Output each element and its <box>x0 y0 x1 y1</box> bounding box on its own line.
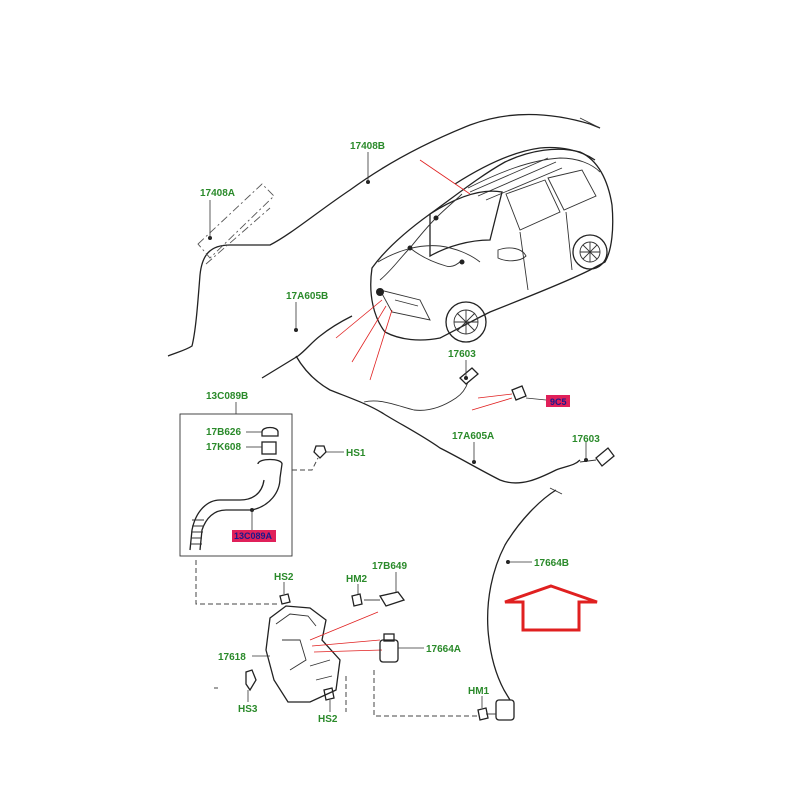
highlight-13C089A-box <box>232 530 276 542</box>
label-HM2: HM2 <box>346 574 368 585</box>
label-17K608: 17K608 <box>206 442 241 453</box>
washer-reservoir-17618 <box>252 605 383 703</box>
clip-HS3 <box>214 669 257 702</box>
label-17A605B: 17A605B <box>286 291 328 302</box>
filler-neck-kit-13C089B <box>179 402 293 557</box>
label-13C089B: 13C089B <box>206 391 248 402</box>
label-17603-right: 17603 <box>572 434 600 445</box>
label-HS3: HS3 <box>238 704 258 715</box>
label-17603-top: 17603 <box>448 349 476 360</box>
washer-jet-17603-top <box>459 360 479 385</box>
clip-17408A <box>197 183 275 265</box>
location-leader-lines <box>335 159 471 381</box>
label-HS2-bottom: HS2 <box>318 714 338 725</box>
label-17408B: 17408B <box>350 141 385 152</box>
highlight-callout-label: 9C5 <box>550 397 567 407</box>
label-17664A: 17664A <box>426 644 461 655</box>
clip-HS2-top <box>279 582 291 605</box>
roof-washer-hose-17408B <box>167 113 601 357</box>
label-17A605A: 17A605A <box>452 431 494 442</box>
label-13C089A: 13C089A <box>234 531 273 541</box>
washer-hose-17A605 <box>261 302 581 484</box>
pump-HM1 <box>477 696 515 721</box>
clip-HS2-bottom <box>323 687 335 712</box>
label-17408A: 17408A <box>200 188 235 199</box>
washer-jet-17603-right <box>579 442 615 467</box>
washer-hose-17664B <box>486 487 563 701</box>
pump-17664A <box>379 633 424 663</box>
callout-arrow <box>504 584 598 632</box>
grommet-HM2 <box>351 584 363 607</box>
label-17664B: 17664B <box>534 558 569 569</box>
pump-17B649 <box>364 572 406 607</box>
label-HM1: HM1 <box>468 686 490 697</box>
highlight-callout-box <box>546 395 570 407</box>
vehicle-illustration <box>370 146 614 343</box>
label-17B649: 17B649 <box>372 561 407 572</box>
part-labels: 17408B 17408A 17A605B 17603 13C089B 17B6… <box>200 141 600 725</box>
dashed-routing-lines <box>195 560 478 717</box>
label-17B626: 17B626 <box>206 427 241 438</box>
label-17618: 17618 <box>218 652 246 663</box>
label-HS1: HS1 <box>346 448 366 459</box>
label-HS2-top: HS2 <box>274 572 294 583</box>
clip-HS1 <box>292 445 344 471</box>
connector-highlighted: 9C5 <box>471 385 570 411</box>
